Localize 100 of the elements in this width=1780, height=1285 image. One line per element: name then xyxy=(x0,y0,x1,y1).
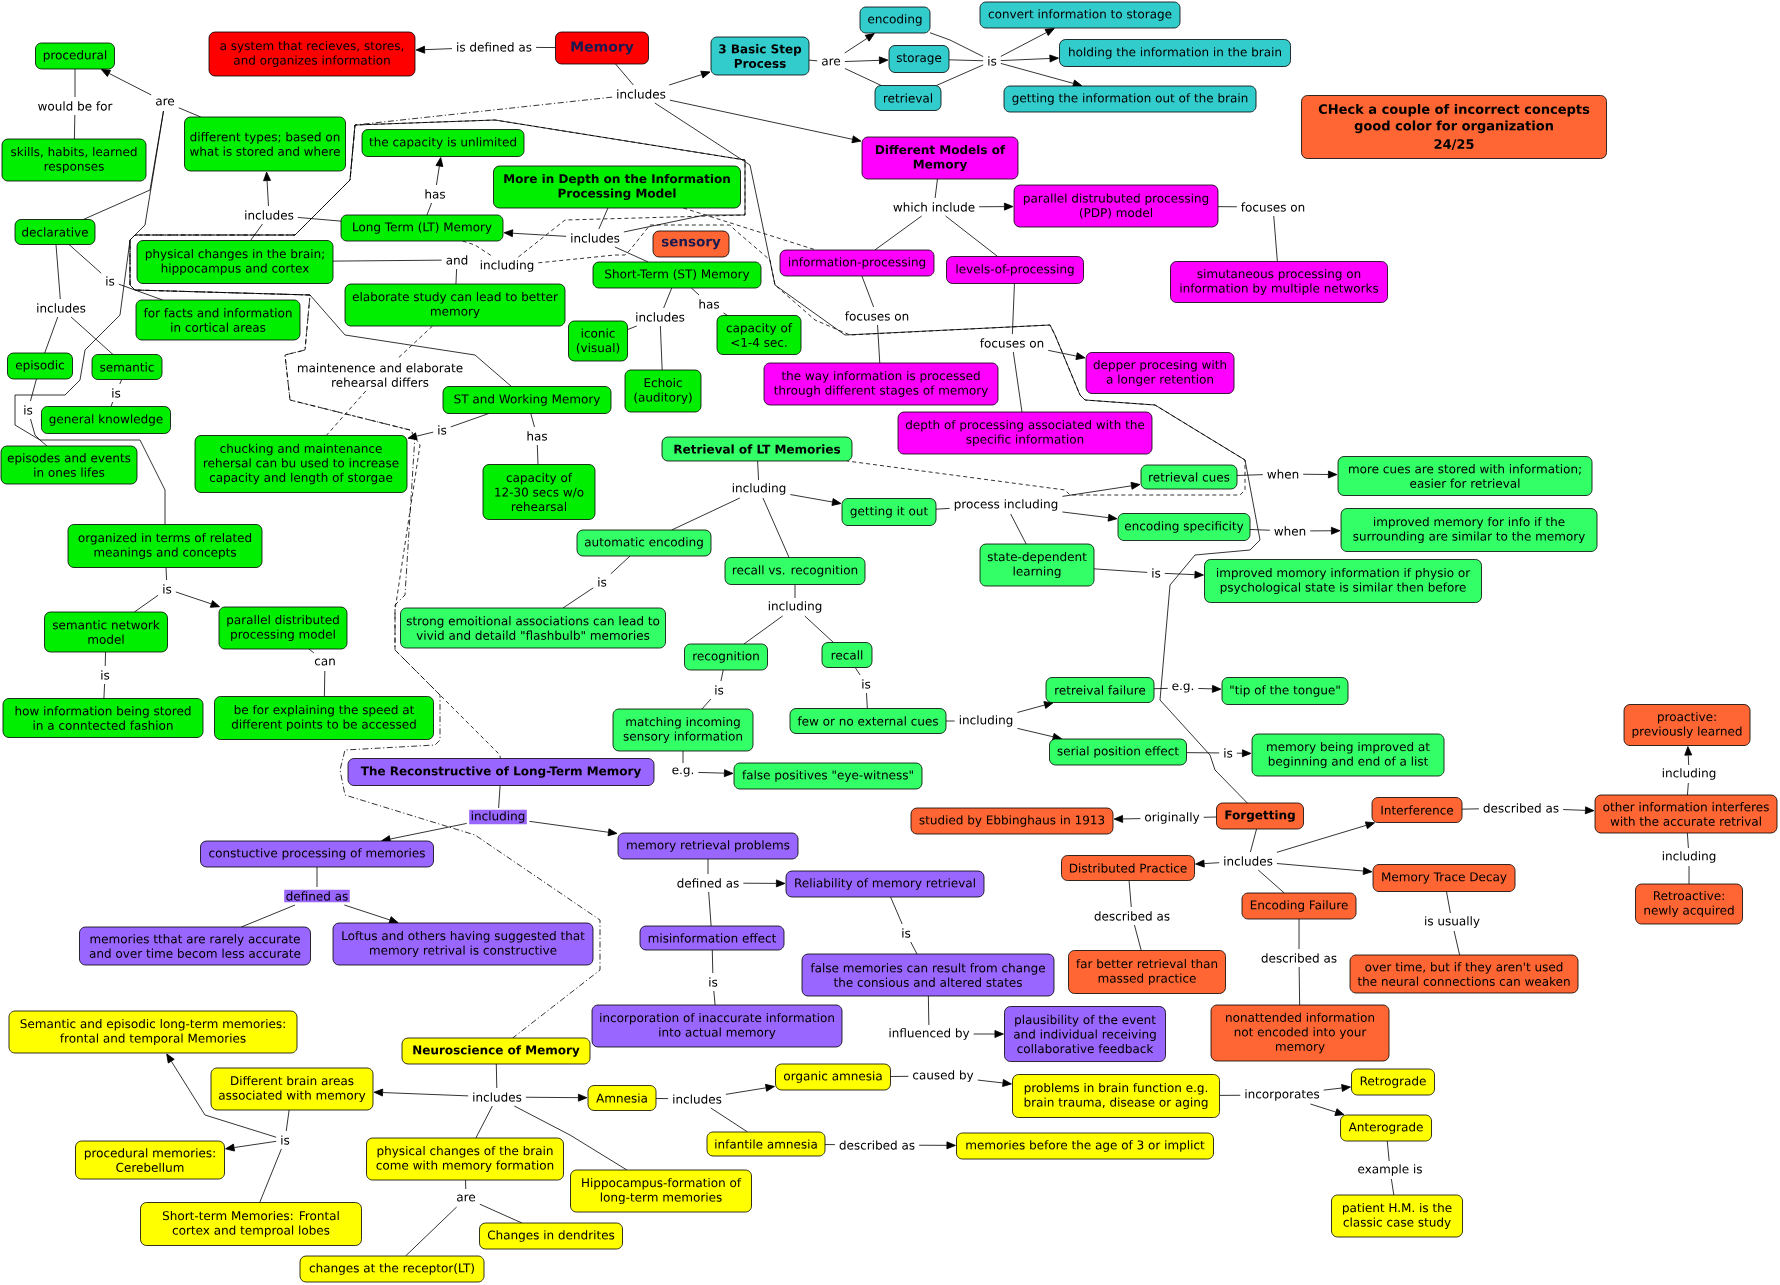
arrow xyxy=(844,56,889,65)
concept-box: skills, habits, learned responses xyxy=(1,138,147,182)
arrow xyxy=(844,33,875,54)
connector-line xyxy=(1298,966,1301,1006)
connector-line xyxy=(598,207,609,230)
arrow xyxy=(1310,1103,1345,1116)
link-label: is xyxy=(985,54,999,68)
connector-line xyxy=(396,325,433,360)
connector-line xyxy=(30,418,48,447)
link-label: is xyxy=(109,386,123,400)
concept-box: Different brain areas associated with memory xyxy=(210,1067,374,1111)
link-label: is xyxy=(712,683,726,697)
link-label: is xyxy=(1221,746,1235,760)
concept-box: Interference xyxy=(1371,797,1463,823)
connector-line xyxy=(1012,283,1015,335)
link-label: and xyxy=(444,253,470,267)
connector-line xyxy=(133,594,159,613)
concept-box: encoding xyxy=(859,6,931,34)
connector-line xyxy=(70,316,114,355)
link-label: includes xyxy=(242,208,296,222)
concept-box: nonattended information not encoded into your memory xyxy=(1210,1004,1390,1062)
concept-box: Retrieval of LT Memories xyxy=(661,436,853,462)
connector-line xyxy=(866,692,868,709)
concept-box: memories before the age of 3 or implict xyxy=(956,1132,1214,1160)
concept-box: iconic (visual) xyxy=(568,320,628,362)
connector-line xyxy=(74,114,76,140)
concept-box: plausibility of the event and individual receiving collaborative feedback xyxy=(1004,1006,1166,1062)
concept-box: Hippocampus-formation of long-term memories xyxy=(570,1169,752,1213)
concept-box: The Reconstructive of Long-Term Memory xyxy=(347,758,655,786)
connector-line xyxy=(297,217,342,222)
link-label: including xyxy=(469,809,527,825)
link-label: includes xyxy=(670,1092,724,1106)
link-label: is xyxy=(899,926,913,940)
arrow xyxy=(175,591,220,608)
link-label: e.g. xyxy=(1170,681,1196,695)
link-label: described as xyxy=(837,1138,917,1152)
concept-box: Short-Term (ST) Memory xyxy=(592,261,762,289)
connector-line xyxy=(708,891,712,927)
concept-box: depper procesing with a longer retention xyxy=(1085,352,1235,394)
connector-line xyxy=(707,858,709,875)
connector-line xyxy=(498,785,501,809)
arrow xyxy=(415,45,453,54)
arrow xyxy=(166,1053,277,1138)
connector-line xyxy=(1010,513,1027,545)
link-label: caused by xyxy=(910,1068,976,1084)
arrow xyxy=(1047,349,1086,360)
link-label: focuses on xyxy=(978,336,1046,350)
connector-line xyxy=(1446,891,1451,914)
concept-box: Forgetting xyxy=(1216,802,1304,830)
connector-line xyxy=(757,460,759,481)
connector-line xyxy=(794,584,796,599)
connector-line xyxy=(1250,828,1257,853)
connector-line xyxy=(1236,474,1264,476)
connector-line xyxy=(1219,1094,1241,1096)
link-label: has xyxy=(696,297,722,311)
arrow xyxy=(789,494,842,506)
concept-box: infantile amnesia xyxy=(706,1131,826,1157)
concept-box: Different Models of Memory xyxy=(861,136,1019,180)
connector-line xyxy=(890,896,903,925)
connector-line xyxy=(762,497,790,558)
concept-box: Short-term Memories: Frontal cortex and temproal lobes xyxy=(140,1202,362,1246)
connector-line xyxy=(610,555,631,575)
link-label: are xyxy=(153,97,177,107)
concept-box: serial position effect xyxy=(1049,738,1187,766)
connector-line xyxy=(259,1148,282,1203)
connector-line xyxy=(30,378,37,402)
concept-box: procedural xyxy=(35,42,115,70)
concept-box: how information being stored in a conntected fashion xyxy=(2,698,204,738)
concept-box: sensory xyxy=(652,230,730,258)
concept-box: Neuroscience of Memory xyxy=(401,1037,591,1065)
connector-line xyxy=(723,312,728,316)
connector-line xyxy=(713,990,716,1006)
concept-box: Semantic and episodic long-term memories: frontal and temporal Memories xyxy=(8,1010,298,1054)
concept-box: semantic network model xyxy=(44,611,168,653)
concept-box: declarative xyxy=(14,219,96,245)
connector-line xyxy=(1249,529,1271,531)
connector-line xyxy=(627,325,638,330)
connector-line xyxy=(562,587,594,609)
link-label: includes xyxy=(568,231,622,245)
arrow xyxy=(918,1141,956,1150)
concept-box: More in Depth on the Information Processing Model xyxy=(493,165,741,209)
connector-line xyxy=(804,615,834,643)
link-label: would be for xyxy=(36,99,114,113)
concept-box: capacity of <1-4 sec. xyxy=(716,315,802,355)
link-label: described as xyxy=(1092,909,1172,923)
concept-box: improved memory for info if the surrounding are similar to the memory xyxy=(1340,508,1598,552)
concept-box: ST and Working Memory xyxy=(442,386,612,414)
arrow xyxy=(697,769,734,778)
connector-line xyxy=(110,401,114,407)
concept-box: more cues are stored with information; easier for retrieval xyxy=(1337,456,1593,496)
connector-line xyxy=(927,995,930,1026)
concept-box: Memory Trace Decay xyxy=(1372,864,1516,892)
connector-line xyxy=(250,223,263,241)
link-label: which include xyxy=(891,200,977,214)
connector-line xyxy=(535,47,556,48)
concept-box: organized in terms of related meanings and concepts xyxy=(67,524,263,568)
link-label: is xyxy=(1149,566,1163,580)
arrow xyxy=(1195,859,1220,868)
connector-line xyxy=(890,1075,909,1077)
connector-line xyxy=(701,698,712,710)
